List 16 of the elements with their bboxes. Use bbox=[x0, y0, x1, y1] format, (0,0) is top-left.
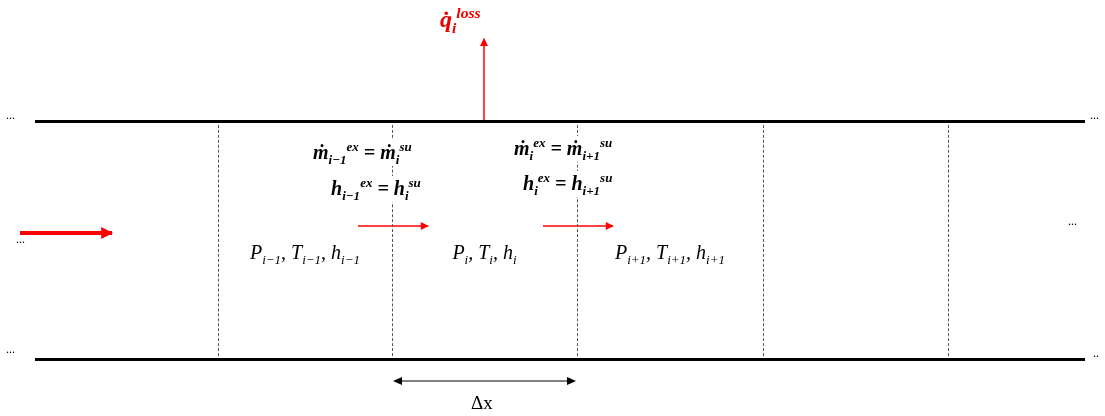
ellipsis: ... bbox=[1090, 108, 1099, 123]
cell-state-label: P$_{i}$, T$_{i}$, h$_{i}$ bbox=[452, 241, 517, 263]
ellipsis: .. bbox=[1093, 346, 1099, 361]
heat-loss-arrow bbox=[480, 38, 488, 122]
ellipsis: ... bbox=[6, 342, 15, 357]
cell-state-label: P$_{i+1}$, T$_{i+1}$, h$_{i+1}$ bbox=[615, 241, 725, 263]
ellipsis: ... bbox=[1068, 214, 1077, 229]
ellipsis: ... bbox=[6, 108, 15, 123]
flow-arrow bbox=[542, 222, 614, 230]
ellipsis: ... bbox=[16, 232, 25, 247]
dimension-label: Δx bbox=[471, 392, 493, 414]
pipe-cell bbox=[763, 120, 949, 361]
pipe-cell bbox=[948, 120, 1085, 361]
cell-state-label: P$_{i−1}$, T$_{i−1}$, h$_{i−1}$ bbox=[250, 241, 360, 263]
flow-arrow bbox=[357, 222, 429, 230]
pipe-cell bbox=[35, 120, 219, 361]
